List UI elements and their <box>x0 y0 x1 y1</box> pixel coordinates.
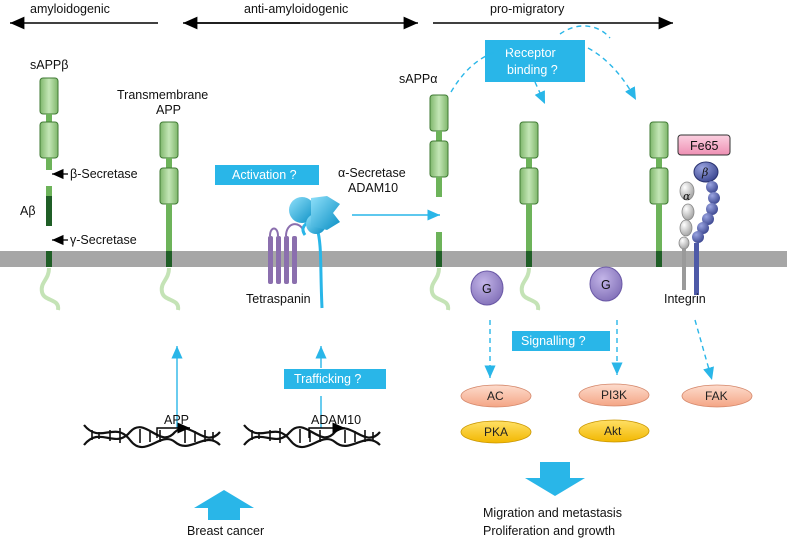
fe65-protein: Fe65 <box>677 134 731 156</box>
dna-adam10: ADAM10 <box>243 413 381 449</box>
breast-cancer-arrow <box>194 490 254 520</box>
ac-label: AC <box>487 389 504 403</box>
signalling-box: Signalling ? <box>512 331 610 351</box>
app-top-label: APP <box>156 103 181 117</box>
breast-cancer-label: Breast cancer <box>187 524 264 538</box>
beta-subunit-label: β <box>701 166 708 179</box>
alpha-secretase-label: α-Secretase <box>338 166 406 180</box>
pro-migratory-label: pro-migratory <box>490 2 565 16</box>
akt-label: Akt <box>604 424 622 438</box>
integrin-label: Integrin <box>664 292 706 306</box>
signalling-label: Signalling ? <box>521 334 586 348</box>
receptor-app-2 <box>519 121 541 311</box>
abeta-fragment: Aβ <box>20 186 52 226</box>
fe65-label: Fe65 <box>690 139 719 153</box>
anti-amyloidogenic-label: anti-amyloidogenic <box>244 2 348 16</box>
transmembrane-app: Transmembrane APP <box>117 88 208 311</box>
amyloidogenic-label: amyloidogenic <box>30 2 110 16</box>
pka-label: PKA <box>484 425 508 439</box>
transmembrane-label: Transmembrane <box>117 88 208 102</box>
g-protein-2-label: G <box>601 278 611 292</box>
adam10-promoter-arrow <box>308 422 345 438</box>
adam10-top-label: ADAM10 <box>348 181 398 195</box>
sappa-label: sAPPα <box>399 72 438 86</box>
gamma-secretase-label: γ-Secretase <box>70 233 137 247</box>
outcome-line-2: Proliferation and growth <box>483 524 615 538</box>
pka-pill: PKA <box>460 420 532 444</box>
abeta-label: Aβ <box>20 204 36 218</box>
integrin: β α Integrin <box>664 161 720 306</box>
aicd-stub-1 <box>39 251 61 311</box>
sappb-fragment: sAPPβ <box>30 58 68 170</box>
fak-pill: FAK <box>681 384 753 408</box>
receptor-label-1: Receptor <box>505 46 556 60</box>
dna-app: APP <box>83 413 221 449</box>
tetraspanin: Tetraspanin <box>246 223 311 306</box>
signal-arrow-fak <box>694 319 714 381</box>
cell-membrane <box>0 251 787 267</box>
receptor-arrow-topright <box>559 25 611 39</box>
receptor-arrow-left <box>450 47 511 93</box>
g-protein-2: G <box>589 266 623 302</box>
g-protein-1: G <box>470 270 504 306</box>
receptor-label-2: binding ? <box>507 63 558 77</box>
g-protein-1-label: G <box>482 282 492 296</box>
outcome-arrow <box>525 462 585 496</box>
pi3k-pill: PI3K <box>578 383 650 407</box>
fak-label: FAK <box>705 389 728 403</box>
beta-secretase-label: β-Secretase <box>70 167 138 181</box>
sappa-app: sAPPα <box>399 72 451 311</box>
receptor-arrow-mid <box>534 81 546 105</box>
gene-adam10-label: ADAM10 <box>311 413 361 427</box>
adam10-enzyme <box>289 196 340 309</box>
activation-label: Activation ? <box>232 168 297 182</box>
alpha-subunit-label: α <box>683 190 691 203</box>
gene-app-label: APP <box>164 413 189 427</box>
receptor-app-3 <box>649 121 669 267</box>
app-promoter-arrow <box>156 422 190 438</box>
sappb-label: sAPPβ <box>30 58 68 72</box>
outcome-line-1: Migration and metastasis <box>483 506 622 520</box>
trafficking-label: Trafficking ? <box>294 372 361 386</box>
receptor-arrow-right <box>587 47 637 101</box>
receptor-binding-box: Receptor binding ? <box>485 40 585 82</box>
pi3k-label: PI3K <box>601 388 627 402</box>
header: amyloidogenic anti-amyloidogenic pro-mig… <box>10 2 673 30</box>
akt-pill: Akt <box>578 419 650 443</box>
trafficking-box: Trafficking ? <box>284 369 386 389</box>
ac-pill: AC <box>460 384 532 408</box>
tetraspanin-label: Tetraspanin <box>246 292 311 306</box>
activation-box: Activation ? <box>215 165 319 185</box>
